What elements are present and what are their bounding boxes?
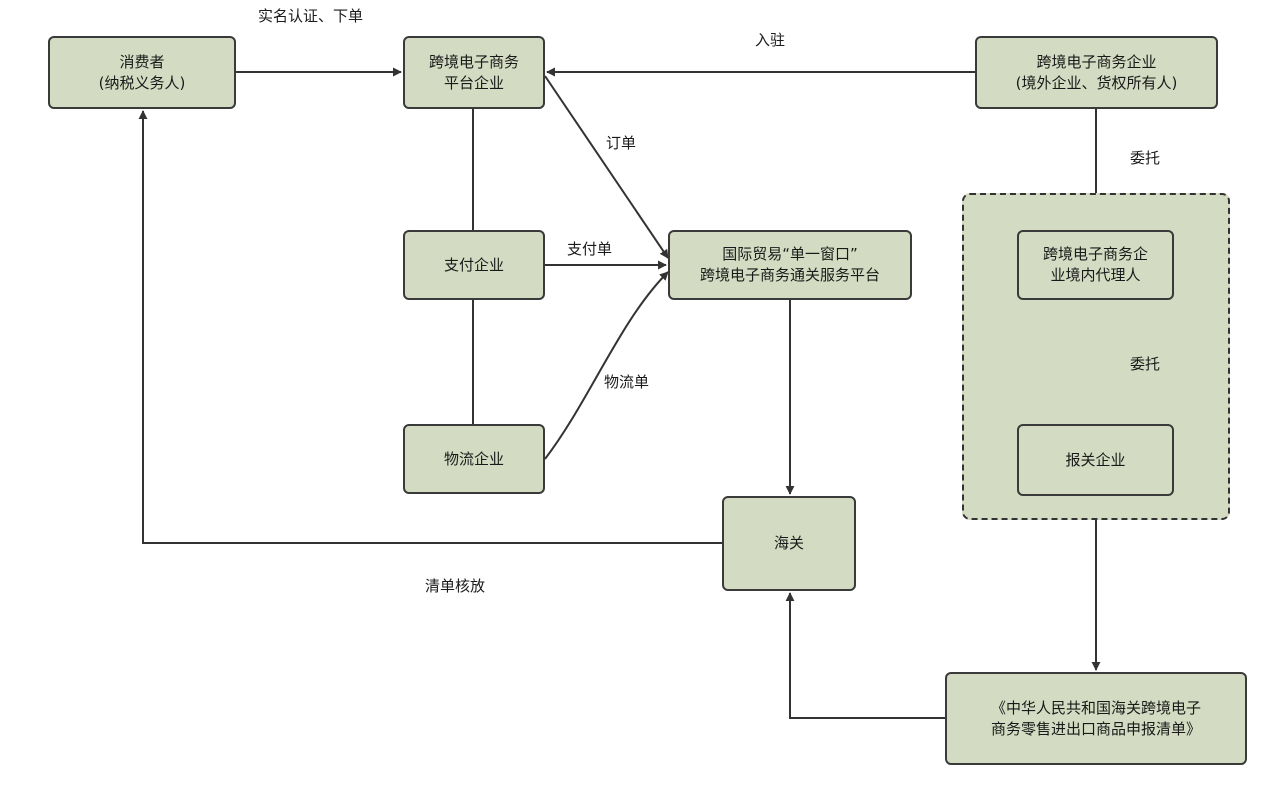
- payment-label: 支付企业: [443, 255, 504, 274]
- edge-label-entrust-2: 委托: [1130, 355, 1161, 373]
- consumer-line-1: 消费者: [119, 52, 165, 71]
- overseas-line-2: (境外企业、货权所有人): [1015, 73, 1178, 92]
- declaration-list-node[interactable]: 《中华人民共和国海关跨境电子 商务零售进出口商品申报清单》: [945, 672, 1247, 765]
- declaration-line-2: 商务零售进出口商品申报清单》: [990, 719, 1201, 738]
- logistics-node[interactable]: 物流企业: [403, 424, 545, 494]
- customs-label: 海关: [773, 534, 804, 552]
- agent-line-1: 跨境电子商务企: [1042, 245, 1148, 263]
- consumer-node[interactable]: 消费者 (纳税义务人): [48, 36, 236, 109]
- consumer-line-2: (纳税义务人): [98, 73, 186, 92]
- edge-label-settle: 入驻: [755, 31, 786, 49]
- logistics-label: 物流企业: [443, 449, 504, 468]
- declaration-line-1: 《中华人民共和国海关跨境电子: [990, 698, 1201, 717]
- edge-label-entrust-1: 委托: [1130, 149, 1161, 167]
- broker-node[interactable]: 报关企业: [1017, 424, 1174, 496]
- edge-label-payment-form: 支付单: [567, 240, 613, 258]
- single-window-node[interactable]: 国际贸易“单一窗口” 跨境电子商务通关服务平台: [668, 230, 912, 300]
- edge-label-consumer-platform: 实名认证、下单: [258, 7, 364, 25]
- edge-logistics-form: [544, 271, 669, 460]
- single-window-line-1: 国际贸易“单一窗口”: [722, 245, 858, 263]
- overseas-enterprise-node[interactable]: 跨境电子商务企业 (境外企业、货权所有人): [975, 36, 1218, 109]
- payment-node[interactable]: 支付企业: [403, 230, 545, 300]
- platform-node[interactable]: 跨境电子商务 平台企业: [403, 36, 545, 109]
- edge-label-logistics-form: 物流单: [604, 373, 650, 391]
- single-window-line-2: 跨境电子商务通关服务平台: [699, 266, 880, 284]
- edge-customs-to-consumer: [138, 110, 722, 544]
- customs-node[interactable]: 海关: [722, 496, 856, 591]
- platform-line-1: 跨境电子商务: [428, 52, 519, 71]
- overseas-line-1: 跨境电子商务企业: [1036, 52, 1157, 71]
- broker-label: 报关企业: [1065, 450, 1126, 469]
- agent-line-2: 业境内代理人: [1050, 266, 1141, 284]
- edge-label-order: 订单: [606, 134, 637, 152]
- platform-line-2: 平台企业: [443, 73, 504, 92]
- edge-declaration-to-customs: [785, 592, 945, 719]
- edge-order: [544, 75, 669, 259]
- agent-node[interactable]: 跨境电子商务企 业境内代理人: [1017, 230, 1174, 300]
- edge-label-release: 清单核放: [425, 577, 486, 595]
